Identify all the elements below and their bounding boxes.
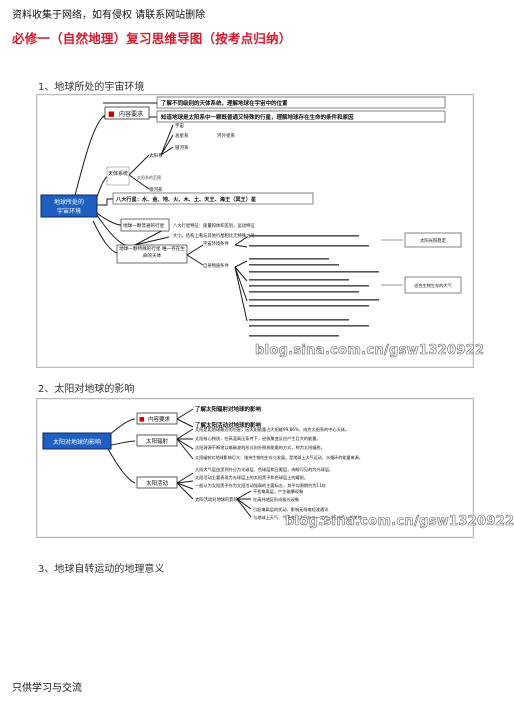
tree-mid-1: 太阳系 xyxy=(149,152,163,159)
page-title: 必修一（自然地理）复习思维导图（按考点归纳） xyxy=(12,31,292,46)
center-node-2 xyxy=(42,432,112,450)
planets-text: 八大行星：水、金、地、火、木、土、天王、海王（冥王）星 xyxy=(115,195,256,203)
mind-map-2: 太阳对地球的影响 ■ 内容要求 了解太阳辐射对地球的影响 了解太阳活动对地球的影… xyxy=(36,398,474,538)
center-node-text-2: 宇宙环境 xyxy=(57,207,81,215)
header-note: 资料收集于网络，如有侵权 请联系网站删除 xyxy=(12,10,206,21)
mind-map-1: 地球所处的 宇宙环境 ■ 内容要求 了解不同级别的天体系统，理解地球在宇宙中的位… xyxy=(36,94,474,368)
branch2: 太阳活动 xyxy=(146,479,169,487)
tree-note: 太阳系的范围 xyxy=(137,174,161,180)
b1-item-4: 太阳辐射对地球影响巨大：维持生物的生存与发展，是地球上大气运动、水循环的能量来源… xyxy=(195,454,363,460)
right-box-2-text: 适合生物生存的大气 xyxy=(414,282,453,289)
section-heading-2: 2、太阳对地球的影响 xyxy=(38,384,135,395)
b1-item-1: 太阳是距地球最近的恒星，因太阳能量占大阳能99.86%，成为太阳系的中心天体。 xyxy=(195,426,349,433)
req-label-2: 内容要求 xyxy=(148,415,171,423)
planets-box xyxy=(112,192,314,205)
impact-item-4: 与地球上天气、气候变化之间存在一定的（正或负）相关性 xyxy=(253,514,362,521)
tree-root-text: 天体系统 xyxy=(108,170,128,177)
b1-item-2: 太阳核心物质，在高温高压条件下，经核聚变反应产生巨大的能量。 xyxy=(195,435,321,442)
footer-note: 只供学习与交流 xyxy=(12,683,82,694)
req2-line1: 了解太阳辐射对地球的影响 xyxy=(195,405,262,413)
watermark-1: blog.sina.com.cn/gsw1320922 xyxy=(255,343,485,359)
section-heading-1: 1、地球所处的宇宙环境 xyxy=(38,82,145,93)
normal-line2: 大小、结构上看与其他行星相比无特殊之处 xyxy=(173,232,255,239)
branch1-box xyxy=(136,434,178,447)
center-node-2-text: 太阳对地球的影响 xyxy=(53,438,101,446)
normal-label: 地球一颗普通的行星 xyxy=(123,222,165,229)
right-box-2 xyxy=(404,276,462,294)
special-label-box xyxy=(116,244,188,264)
b2-item-2: 太阳活动主要表现为光球层上的太阳黑子和色球层上的耀斑。 xyxy=(195,474,308,481)
tree-leaf-4: 河外星系 xyxy=(217,132,235,139)
center-node xyxy=(40,194,98,218)
b2-item-1: 太阳大气层由里到外分为光球层、色球层和日冕层，肉眼可见的为光球层。 xyxy=(195,466,333,473)
right-box-1-text: 太阳光照稳定 xyxy=(420,237,446,244)
tree-leaf-2: 总星系 xyxy=(175,132,189,139)
req-label: 内容要求 xyxy=(119,110,143,118)
mind-map-2-svg: 太阳对地球的影响 ■ 内容要求 了解太阳辐射对地球的影响 了解太阳活动对地球的影… xyxy=(42,405,363,521)
normal-label-box xyxy=(120,218,170,232)
impact-label: 太阳活动对地球的影响 xyxy=(195,496,239,503)
center-node-text-1: 地球所处的 xyxy=(54,198,84,206)
impact-item-1: 干扰电离层，产生磁暴现象 xyxy=(253,488,303,495)
tree-mid-2: 银河系 xyxy=(149,186,163,193)
req-line1-box xyxy=(156,96,446,109)
cond-inner: 自身物质条件 xyxy=(203,262,229,269)
b2-item-3: 一般认为太阳黑子作为太阳活动强弱的主要标志，其平均周期约为11年 xyxy=(195,482,326,489)
right-box-1 xyxy=(404,232,462,248)
cond-outer: 宇宙环境条件 xyxy=(203,240,229,247)
mind-map-1-svg: 地球所处的 宇宙环境 ■ 内容要求 了解不同级别的天体系统，理解地球在宇宙中的位… xyxy=(40,96,462,337)
impact-item-3: 引起电离层的扰动，影响无线电短波通讯 xyxy=(253,506,329,513)
req2-line2: 了解太阳活动对地球的影响 xyxy=(195,421,262,429)
tree-root-box xyxy=(106,166,130,186)
req-line2: 知道地球是太阳系中一颗既普通又特殊的行星，理解地球存在生命的条件和原因 xyxy=(160,113,354,121)
watermark-2: blog.sina.com.cn/gsw1320922 xyxy=(285,514,514,530)
tree-leaf-1: 宇宙 xyxy=(175,122,184,129)
tree-leaf-3: 银河系 xyxy=(175,144,189,151)
impact-item-2: 在高纬地区形成极光现象 xyxy=(253,496,299,503)
book-icon: ■ xyxy=(108,110,115,118)
req-label-2-box xyxy=(136,412,178,425)
branch1: 太阳辐射 xyxy=(146,437,169,445)
b1-item-3: 太阳源源不断地以电磁波的形式向外释放能量的方式，称为太阳辐射。 xyxy=(195,444,325,451)
section-heading-3: 3、地球自转运动的地理意义 xyxy=(38,564,165,575)
req-line2-box xyxy=(156,110,446,123)
branch2-box xyxy=(136,476,178,489)
req-line1: 了解不同级别的天体系统，理解地球在宇宙中的位置 xyxy=(161,99,288,107)
book-icon-2: ■ xyxy=(139,416,145,423)
normal-line1: 八大行星特征：质量和体积差别，运动特征 xyxy=(173,222,255,229)
special-label: 地球一颗特殊的行星 唯一存在生命的天体 xyxy=(119,247,185,259)
req-label-box xyxy=(104,106,150,120)
